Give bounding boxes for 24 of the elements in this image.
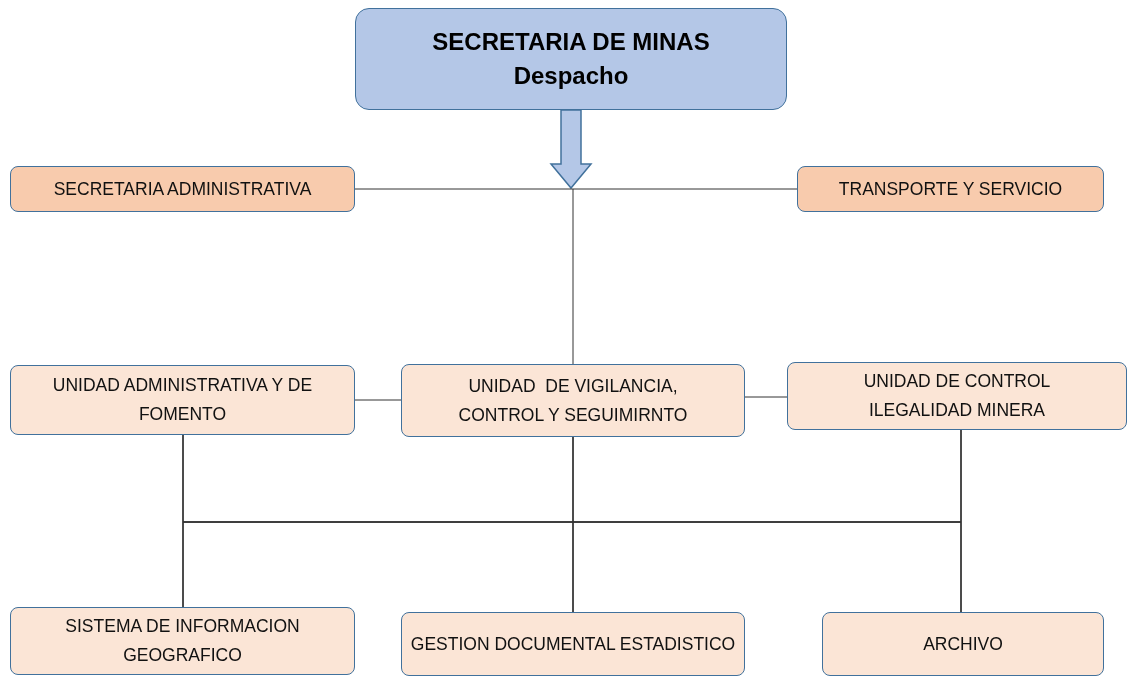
connector-line bbox=[572, 188, 574, 365]
unit-box bbox=[401, 612, 745, 676]
header-box bbox=[355, 8, 787, 110]
unit-box bbox=[10, 365, 355, 435]
connector-line bbox=[960, 429, 962, 613]
unit-box bbox=[401, 364, 745, 437]
unit-box bbox=[10, 607, 355, 675]
unit-box bbox=[822, 612, 1104, 676]
box-title: SECRETARIA DE MINAS bbox=[432, 27, 710, 57]
box-label: ARCHIVO bbox=[923, 632, 1003, 656]
box-title: Despacho bbox=[513, 61, 629, 91]
box-label: UNIDAD ADMINISTRATIVA Y DE FOMENTO bbox=[51, 374, 314, 426]
box-label: UNIDAD DE CONTROL ILEGALIDAD MINERA bbox=[862, 370, 1052, 422]
box-label: GESTION DOCUMENTAL ESTADISTICO bbox=[410, 632, 736, 656]
connector-line bbox=[354, 188, 798, 190]
connector-line bbox=[354, 399, 402, 401]
box-label: UNIDAD DE VIGILANCIA, CONTROL Y SEGUIMIRNTO bbox=[457, 374, 689, 427]
unit-box bbox=[10, 166, 355, 212]
box-label: SECRETARIA ADMINISTRATIVA bbox=[53, 177, 312, 201]
unit-box bbox=[797, 166, 1104, 212]
box-label: TRANSPORTE Y SERVICIO bbox=[838, 177, 1063, 201]
box-label: SISTEMA DE INFORMACION GEOGRAFICO bbox=[64, 615, 301, 667]
unit-box bbox=[787, 362, 1127, 430]
connector-line bbox=[744, 396, 788, 398]
